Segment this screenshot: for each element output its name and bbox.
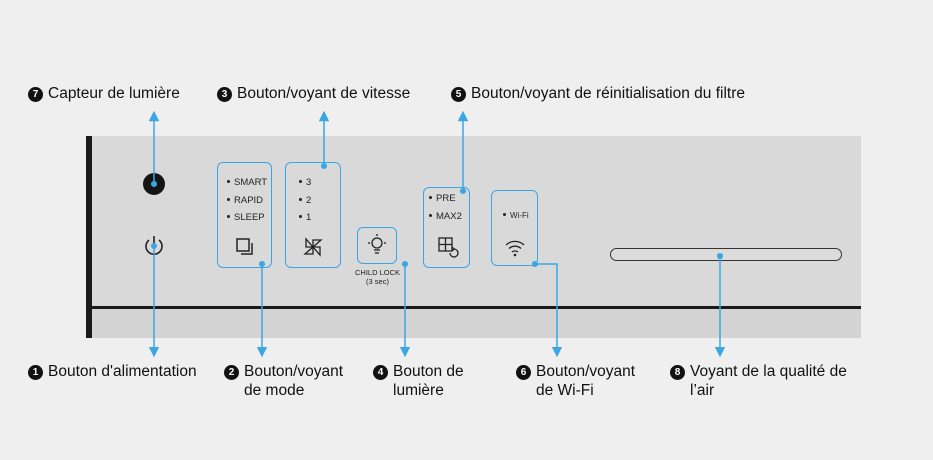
light-button-box[interactable] (357, 227, 397, 264)
leader-wifi (535, 263, 563, 358)
filter-option-max2: MAX2 (429, 211, 462, 222)
filter-reset-indicator-box[interactable] (423, 187, 470, 268)
speed-option-1: 1 (299, 212, 311, 223)
speed-option-2: 2 (299, 195, 311, 206)
wifi-icon (505, 240, 525, 257)
filter-option-pre: PRE (429, 193, 456, 204)
mode-option-smart: SMART (227, 177, 267, 188)
mode-option-sleep: SLEEP (227, 212, 265, 223)
panel-edge (86, 136, 92, 338)
fan-icon (303, 237, 323, 257)
mode-indicator-box[interactable] (217, 162, 272, 268)
light-bulb-icon (368, 234, 386, 254)
child-lock-label: CHILD LOCK (354, 268, 400, 277)
wifi-indicator-box[interactable] (491, 190, 538, 266)
speed-option-3: 3 (299, 177, 311, 188)
panel-seam (91, 306, 861, 309)
mode-squares-icon (236, 238, 253, 255)
filter-reset-icon (438, 237, 459, 258)
mode-option-rapid: RAPID (227, 195, 263, 206)
child-lock-time: (3 sec) (366, 277, 389, 286)
air-quality-bar (610, 248, 842, 261)
wifi-indicator-label: Wi-Fi (503, 211, 529, 220)
control-panel-base (91, 308, 861, 338)
speed-indicator-box[interactable] (285, 162, 341, 268)
